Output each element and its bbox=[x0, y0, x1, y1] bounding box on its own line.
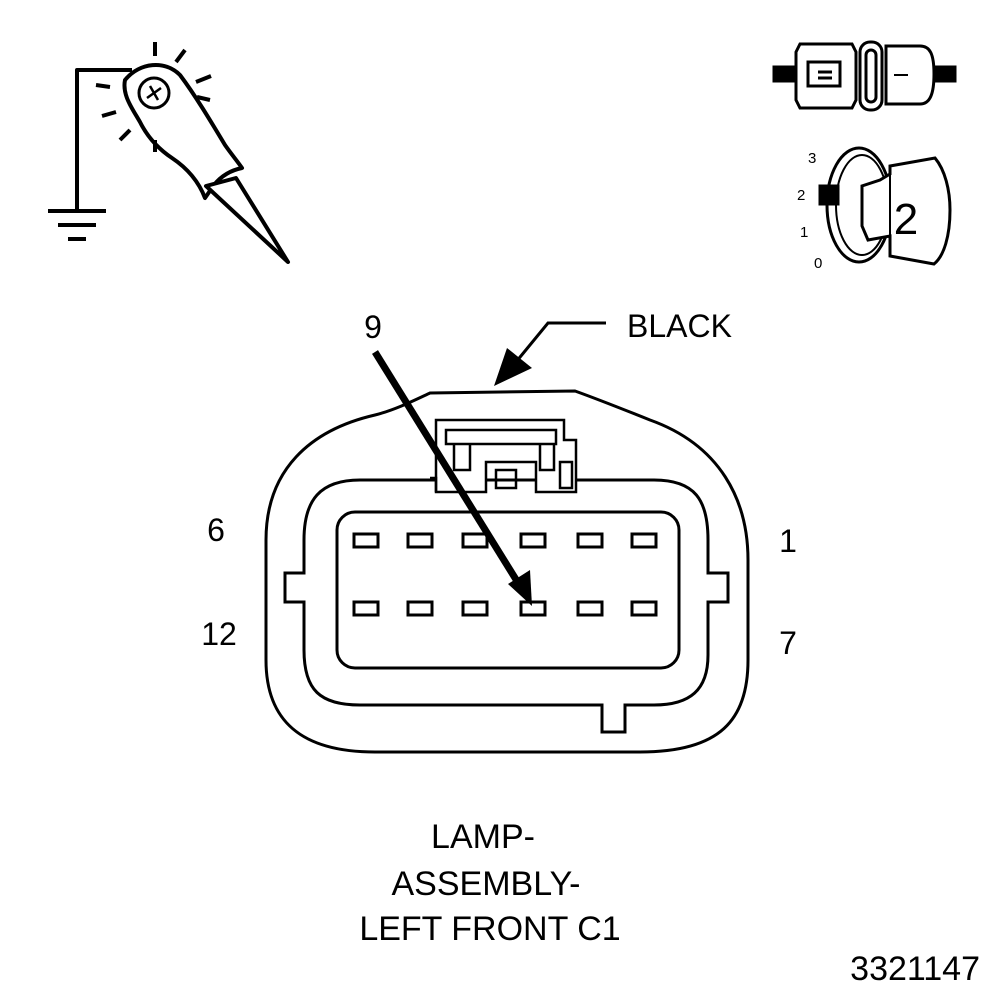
caption-line-3: LEFT FRONT C1 bbox=[359, 910, 620, 948]
ignition-key-icon bbox=[860, 156, 952, 266]
pin-9 bbox=[519, 600, 547, 617]
pin-7 bbox=[630, 600, 658, 617]
pin-11 bbox=[406, 600, 434, 617]
connector-housing bbox=[264, 389, 750, 754]
highlighted-pin-label: 9 bbox=[364, 309, 382, 345]
pin-cavity bbox=[335, 510, 681, 670]
ignition-position-3: 3 bbox=[808, 150, 816, 167]
ignition-position-0: 0 bbox=[814, 255, 822, 272]
disconnect-connector-icon bbox=[772, 40, 957, 112]
pin-10 bbox=[461, 600, 489, 617]
pin-12 bbox=[352, 600, 380, 617]
ignition-position-marker bbox=[818, 184, 840, 206]
caption-line-2: ASSEMBLY- bbox=[392, 865, 581, 903]
pin-2 bbox=[576, 532, 604, 549]
pin-3 bbox=[519, 532, 547, 549]
connector-color-label: BLACK bbox=[627, 308, 732, 344]
locking-tab bbox=[430, 418, 578, 494]
ignition-switch-icon: 3 2 1 0 2 bbox=[797, 146, 952, 272]
pin-label-6: 6 bbox=[207, 512, 225, 548]
pin-4 bbox=[461, 532, 489, 549]
pin-1 bbox=[630, 532, 658, 549]
pin-label-7: 7 bbox=[779, 625, 797, 661]
test-lamp-icon bbox=[48, 42, 290, 264]
caption-line-1: LAMP- bbox=[431, 818, 535, 856]
pin-label-1: 1 bbox=[779, 523, 797, 559]
color-callout-leader bbox=[494, 321, 606, 386]
ignition-position-1: 1 bbox=[800, 224, 808, 241]
light-rays bbox=[95, 42, 212, 152]
pin-grid bbox=[352, 532, 658, 617]
ignition-position-2: 2 bbox=[797, 187, 805, 204]
ignition-key-number: 2 bbox=[894, 195, 918, 244]
pin-5 bbox=[406, 532, 434, 549]
figure-id: 3321147 bbox=[850, 950, 980, 988]
probe-tip bbox=[204, 176, 290, 264]
pin-6 bbox=[352, 532, 380, 549]
ground-icon bbox=[48, 209, 106, 241]
pin-9-arrow bbox=[372, 350, 532, 606]
ground-wire bbox=[75, 68, 132, 210]
pin-8 bbox=[576, 600, 604, 617]
pin-label-12: 12 bbox=[201, 616, 237, 652]
